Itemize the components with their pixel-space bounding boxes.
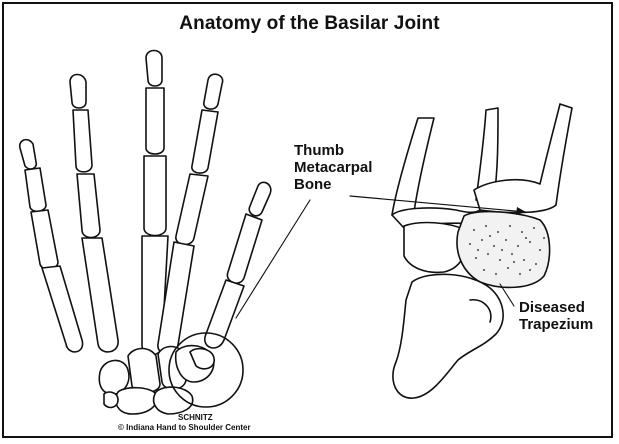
thumb-metacarpal-label-line-3: Bone (294, 176, 372, 193)
diseased-trapezium-label-line-2: Trapezium (519, 316, 593, 333)
diseased-trapezium-label-line-1: Diseased (519, 299, 593, 316)
carpal-bones (99, 346, 214, 414)
thumb-bones-hand (205, 182, 271, 348)
index-finger-bones (158, 74, 223, 354)
artist-credit: SCHNITZ (178, 413, 213, 423)
ring-finger-bones (70, 75, 118, 352)
scaphoid-bone (393, 274, 503, 398)
copyright-credit: © Indiana Hand to Shoulder Center (118, 423, 251, 433)
enlarged-thumb-metacarpal (392, 104, 572, 228)
diseased-trapezium-bone (457, 212, 550, 288)
thumb-metacarpal-label: Thumb Metacarpal Bone (294, 142, 372, 193)
thumb-metacarpal-label-line-2: Metacarpal (294, 159, 372, 176)
diseased-trapezium-label: Diseased Trapezium (519, 299, 593, 333)
little-finger-bones (20, 140, 83, 352)
thumb-metacarpal-label-line-1: Thumb (294, 142, 372, 159)
